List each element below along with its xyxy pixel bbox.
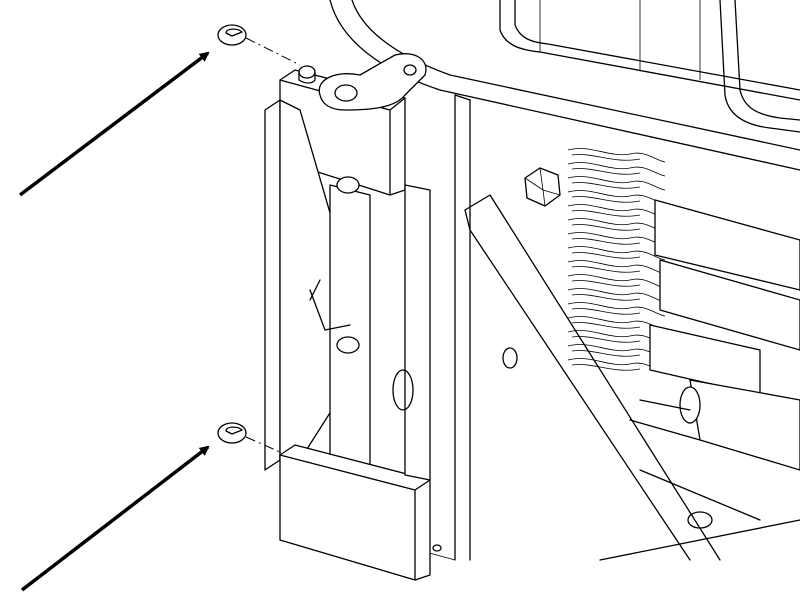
callout-arrow-top bbox=[18, 51, 210, 197]
wire bbox=[571, 182, 641, 189]
wire bbox=[567, 246, 666, 261]
wire bbox=[571, 280, 641, 287]
wire bbox=[571, 224, 641, 231]
wire bbox=[571, 266, 641, 273]
wire bbox=[571, 308, 641, 315]
wire bbox=[567, 288, 666, 303]
wire bbox=[571, 322, 641, 329]
upper-frame bbox=[329, 0, 800, 171]
wire bbox=[567, 260, 666, 275]
wire bbox=[571, 210, 641, 217]
wire bbox=[571, 294, 641, 301]
hinge-bracket bbox=[264, 69, 431, 581]
wire bbox=[571, 238, 641, 245]
latch-plate bbox=[298, 53, 427, 111]
wire bbox=[567, 176, 666, 191]
wire bbox=[567, 302, 666, 317]
connector-cylinders bbox=[599, 199, 800, 561]
wire bbox=[567, 148, 666, 163]
wire bbox=[571, 336, 641, 343]
wire bbox=[567, 274, 666, 289]
retaining-clip-bottom bbox=[217, 422, 281, 453]
wire bbox=[567, 162, 666, 177]
wire bbox=[571, 196, 641, 203]
wire bbox=[571, 154, 641, 161]
wire bbox=[571, 252, 641, 259]
hex-nut bbox=[524, 167, 561, 207]
retaining-clip-top bbox=[217, 24, 301, 66]
wire bbox=[571, 364, 641, 371]
wire bbox=[571, 168, 641, 175]
wire bbox=[571, 350, 641, 357]
callout-arrow-bottom bbox=[20, 445, 210, 592]
mounting-panel bbox=[399, 94, 721, 561]
